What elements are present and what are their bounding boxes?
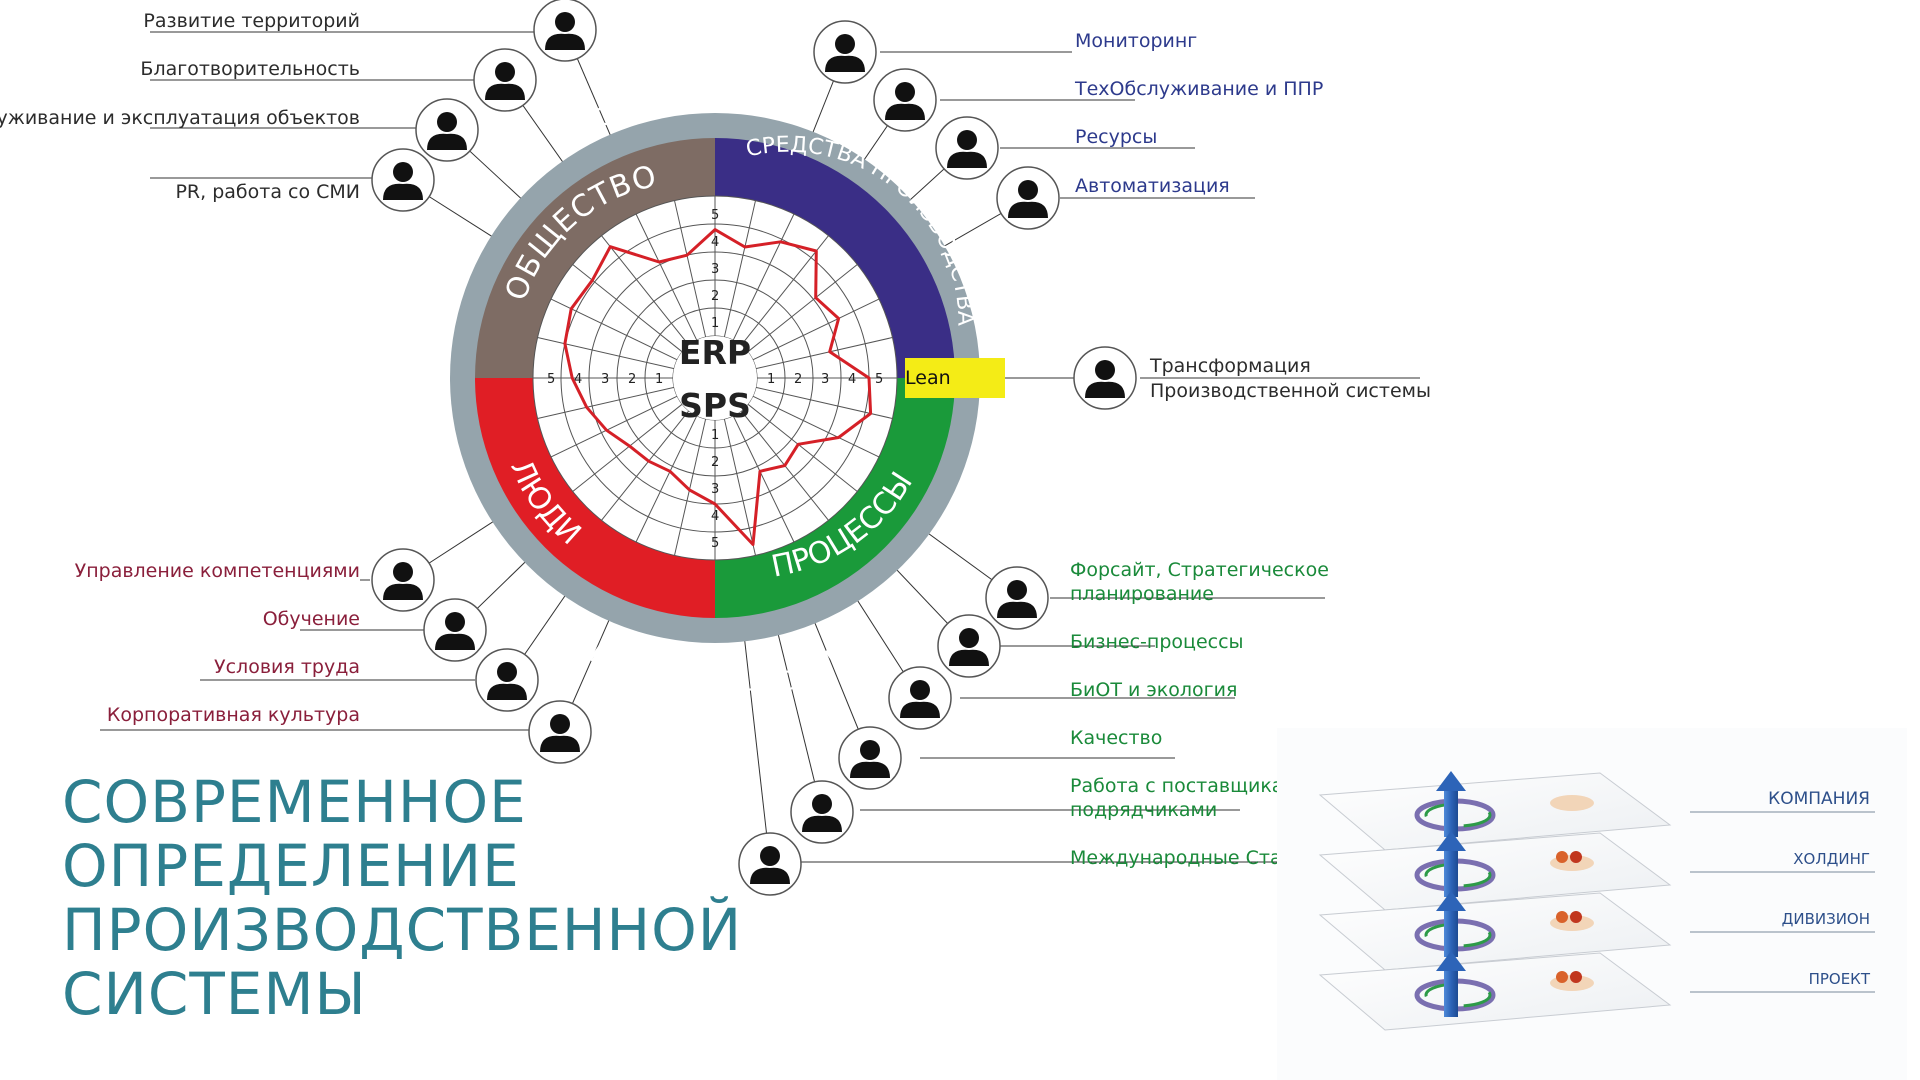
- role-label: Бизнес-процессы: [1070, 631, 1244, 653]
- role-label: Производственной системы: [1150, 380, 1431, 402]
- role-label: БиОТ и экология: [1070, 679, 1237, 701]
- role-label: Ресурсы: [1075, 126, 1157, 148]
- scale-tick-label: 5: [711, 536, 719, 551]
- hierarchy-level-label: ХОЛДИНГ: [1793, 850, 1870, 868]
- hierarchy-layer: ХОЛДИНГ: [1318, 831, 1875, 911]
- role-labels: Развитие территорийБлаготворительностьОб…: [0, 10, 1431, 869]
- person-icon: [935, 116, 999, 180]
- hierarchy-layer: КОМПАНИЯ: [1318, 771, 1875, 851]
- sector-people: [475, 378, 715, 618]
- hierarchy-level-label: ДИВИЗИОН: [1782, 910, 1870, 928]
- person-icon: [1073, 346, 1137, 410]
- scale-tick-label: 2: [628, 372, 636, 387]
- role-label: подрядчиками: [1070, 799, 1217, 821]
- role-label: Обслуживание и эксплуатация объектов: [0, 107, 360, 129]
- scale-tick-label: 3: [711, 262, 719, 277]
- hierarchy-layer: ПРОЕКТ: [1318, 951, 1875, 1031]
- scale-tick-label: 2: [794, 372, 802, 387]
- person-icon: [813, 20, 877, 84]
- scale-tick-label: 3: [821, 372, 829, 387]
- lean-band: [905, 358, 1005, 398]
- person-icon: [475, 648, 539, 712]
- hierarchy-layer: ДИВИЗИОН: [1318, 891, 1875, 971]
- role-label: Корпоративная культура: [107, 704, 360, 726]
- role-label: Развитие территорий: [143, 10, 360, 32]
- role-label: Трансформация: [1149, 355, 1311, 377]
- lean-label: Lean: [905, 367, 951, 389]
- person-icon: [371, 548, 435, 612]
- person-icon: [415, 98, 479, 162]
- scale-tick-label: 1: [655, 372, 663, 387]
- center-label-erp: ERP: [679, 333, 751, 372]
- scale-tick-label: 1: [711, 316, 719, 331]
- person-icon: [888, 666, 952, 730]
- scale-tick-label: 4: [711, 235, 719, 250]
- title-line: СОВРЕМЕННОЕ: [62, 768, 527, 836]
- person-icon: [371, 148, 435, 212]
- scale-tick-label: 1: [767, 372, 775, 387]
- title-line: ОПРЕДЕЛЕНИЕ: [62, 832, 520, 900]
- person-icons: [371, 0, 1137, 896]
- person-icon: [790, 780, 854, 844]
- person-icon: [985, 566, 1049, 630]
- role-label: Обучение: [263, 608, 360, 630]
- role-label: Благотворительность: [140, 58, 360, 80]
- scale-tick-label: 4: [848, 372, 856, 387]
- person-icon: [473, 48, 537, 112]
- person-icon: [528, 700, 592, 764]
- radar-scale: 1 1 1 1 2 2 2 2 3 3 3 3 4 4 4 4 5 5 5 5: [547, 208, 883, 551]
- center-hub: [673, 336, 757, 420]
- role-label: ТехОбслуживание и ППР: [1074, 78, 1323, 100]
- hierarchy-level-label: КОМПАНИЯ: [1768, 789, 1870, 809]
- scale-tick-label: 5: [711, 208, 719, 223]
- role-label: Качество: [1070, 727, 1162, 749]
- radar-polygon: [563, 228, 873, 546]
- role-label: Управление компетенциями: [75, 560, 360, 582]
- person-icon: [937, 614, 1001, 678]
- hierarchy-level-label: ПРОЕКТ: [1809, 970, 1871, 988]
- scale-tick-label: 4: [574, 372, 582, 387]
- person-icon: [533, 0, 597, 62]
- scale-tick-label: 2: [711, 455, 719, 470]
- scale-tick-label: 1: [711, 428, 719, 443]
- scale-tick-label: 4: [711, 509, 719, 524]
- person-icon: [423, 598, 487, 662]
- role-label: Работа с поставщиками и: [1070, 775, 1329, 797]
- scale-tick-label: 5: [547, 372, 555, 387]
- role-label: Форсайт, Стратегическое: [1070, 559, 1329, 581]
- title-line: СИСТЕМЫ: [62, 960, 367, 1028]
- title-line: ПРОИЗВОДСТВЕННОЙ: [62, 896, 743, 964]
- hierarchy-inset: КОМПАНИЯ ХОЛДИНГ ДИВИЗИОН ПРОЕКТ: [1277, 728, 1907, 1080]
- person-icon: [838, 726, 902, 790]
- role-label: Условия труда: [214, 656, 360, 678]
- scale-tick-label: 5: [875, 372, 883, 387]
- person-icon: [738, 832, 802, 896]
- scale-tick-label: 3: [601, 372, 609, 387]
- sector-society: [475, 138, 715, 378]
- scale-tick-label: 3: [711, 482, 719, 497]
- sector-processes: [715, 378, 955, 618]
- person-icon: [996, 166, 1060, 230]
- role-label: PR, работа со СМИ: [175, 181, 360, 203]
- scale-tick-label: 2: [711, 289, 719, 304]
- role-label: Мониторинг: [1075, 30, 1197, 52]
- center-label-sps: SPS: [679, 386, 751, 425]
- role-label: Автоматизация: [1075, 175, 1230, 197]
- role-label: планирование: [1070, 583, 1214, 605]
- sector-means: [715, 138, 955, 378]
- person-icon: [873, 68, 937, 132]
- page-title: СОВРЕМЕННОЕ ОПРЕДЕЛЕНИЕ ПРОИЗВОДСТВЕННОЙ…: [62, 770, 742, 1026]
